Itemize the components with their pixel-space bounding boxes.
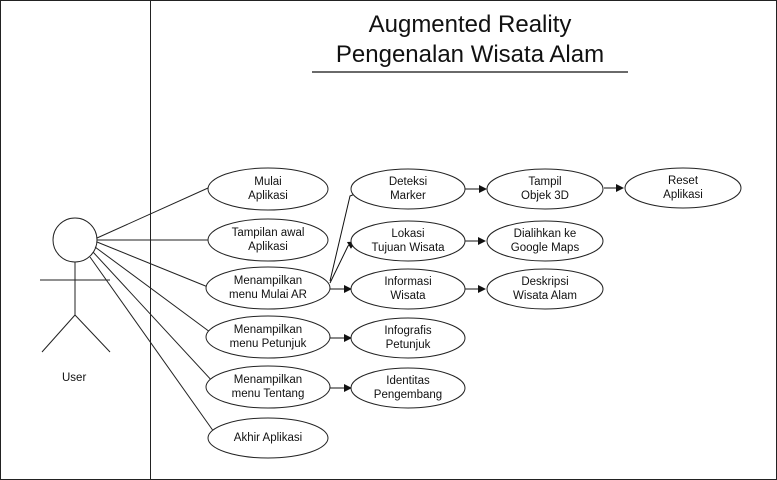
ellipse-identitas-pengembang: [350, 367, 466, 409]
use-case-deskripsi-wisata: Deskripsi Wisata Alam: [513, 276, 577, 302]
association-akhir-aplikasi: [89, 256, 215, 433]
actor-left-leg: [41, 314, 76, 353]
ellipse-menu-petunjuk: [205, 315, 331, 359]
use-case-infografis-petunjuk: Infografis Petunjuk: [384, 325, 432, 351]
association-menu-tentang: [92, 251, 215, 384]
ellipse-deteksi-marker: [350, 168, 466, 210]
association-menu-petunjuk: [94, 246, 215, 336]
ellipse-informasi-wisata: [350, 268, 466, 310]
user-actor: [40, 217, 111, 353]
association-mulai-aplikasi: [96, 187, 209, 239]
ellipse-akhir-aplikasi: [207, 417, 329, 459]
use-case-reset-aplikasi: Reset Aplikasi: [663, 175, 703, 201]
use-case-tampil-objek: Tampil Objek 3D: [521, 176, 569, 202]
ellipse-tampil-objek: [486, 168, 604, 210]
use-case-mulai-aplikasi: Mulai Aplikasi: [248, 176, 288, 202]
ellipse-reset-aplikasi: [624, 167, 742, 209]
actor-right-leg: [74, 314, 111, 353]
association-menu-mulai-ar: [96, 241, 209, 288]
use-case-akhir-aplikasi: Akhir Aplikasi: [233, 432, 303, 444]
use-case-google-maps: Dialihkan ke Google Maps: [510, 228, 580, 254]
use-case-menu-tentang: Menampilkan menu Tentang: [231, 374, 305, 400]
ellipse-infografis-petunjuk: [350, 317, 466, 359]
actor-head: [52, 217, 98, 263]
diagram-title-line-2: Pengenalan Wisata Alam: [335, 41, 605, 68]
diagram-title-line-1: Augmented Reality: [368, 11, 572, 38]
ellipse-mulai-aplikasi: [207, 167, 329, 211]
ellipse-tampilan-awal: [207, 218, 329, 262]
use-case-menu-petunjuk: Menampilkan menu Petunjuk: [229, 324, 307, 350]
actor-label: User: [62, 372, 87, 384]
use-case-deteksi-marker: Deteksi Marker: [388, 176, 428, 202]
ellipse-deskripsi-wisata: [486, 268, 604, 310]
use-case-informasi-wisata: Informasi Wisata: [384, 276, 432, 302]
use-case-tampilan-awal: Tampilan awal Aplikasi: [231, 227, 305, 253]
use-case-menu-mulai-ar: Menampilkan menu Mulai AR: [229, 275, 307, 301]
ellipse-menu-mulai-ar: [205, 266, 331, 310]
use-case-lokasi-tujuan: Lokasi Tujuan Wisata: [371, 228, 445, 254]
ellipse-menu-tentang: [205, 365, 331, 409]
ellipse-google-maps: [486, 220, 604, 262]
use-case-identitas-pengembang: Identitas Pengembang: [373, 375, 443, 401]
ellipse-lokasi-tujuan: [350, 220, 466, 262]
